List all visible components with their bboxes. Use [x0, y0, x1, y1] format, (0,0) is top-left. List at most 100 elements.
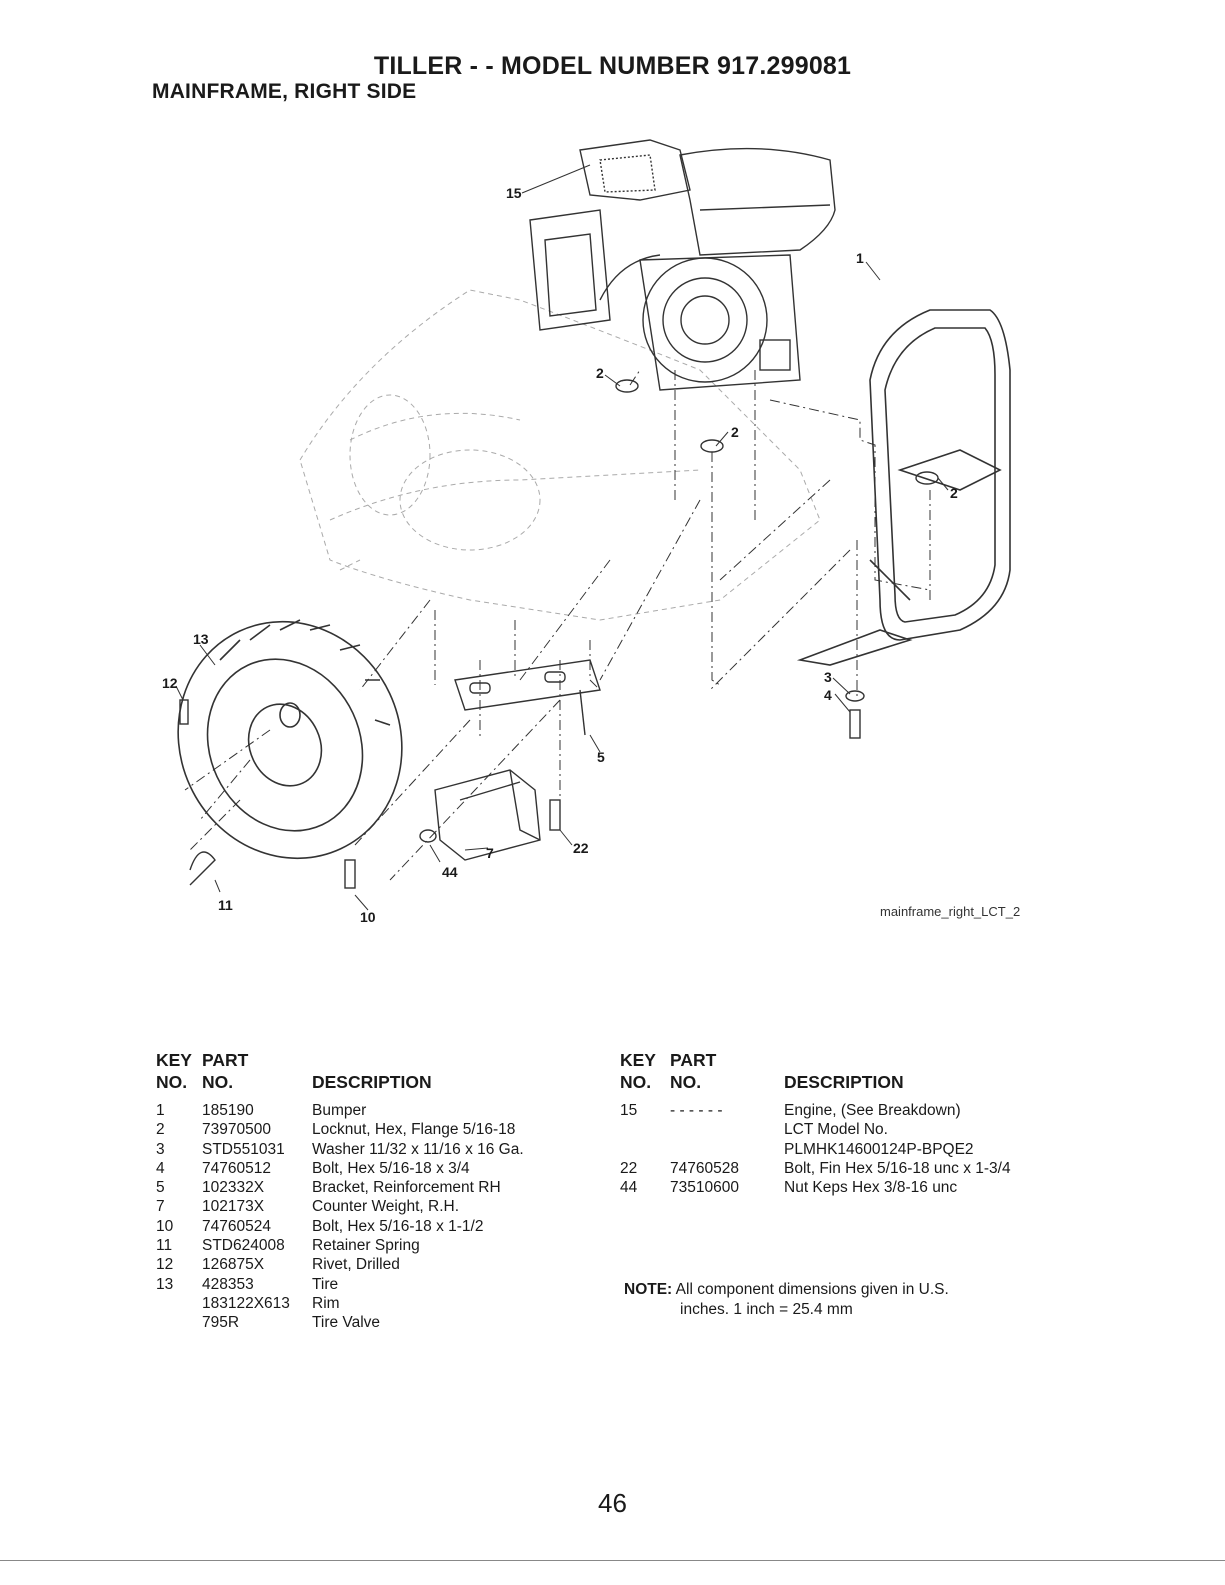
row-key: 10: [156, 1217, 174, 1235]
callout-4: 4: [824, 687, 832, 703]
row-description: Bumper: [312, 1102, 367, 1119]
row-key: 1: [156, 1102, 165, 1119]
row-part-number: 183122X613: [202, 1294, 290, 1312]
table-row: 183122X613 Rim: [156, 1295, 596, 1314]
row-key: 44: [620, 1179, 638, 1197]
row-part-number: 126875X: [202, 1256, 265, 1274]
row-part-number: - - - - - -: [670, 1102, 723, 1119]
row-part-number: STD551031: [202, 1140, 285, 1158]
callout-2a: 2: [596, 365, 604, 381]
row-key: 2: [156, 1121, 165, 1139]
row-part-number: 102173X: [202, 1198, 265, 1216]
callout-44: 44: [442, 864, 458, 880]
callout-22: 22: [573, 840, 589, 856]
row-description: Rim: [312, 1294, 340, 1312]
table-row: 12 126875X Rivet, Drilled: [156, 1256, 596, 1275]
row-part-number: 428353: [202, 1275, 254, 1293]
table-row: 10 74760524 Bolt, Hex 5/16-18 x 1-1/2: [156, 1218, 596, 1237]
header-key-top: KEY: [156, 1050, 192, 1070]
row-key: 5: [156, 1179, 165, 1197]
mainframe-outline: [299, 289, 821, 621]
row-description: Engine, (See Breakdown): [784, 1102, 961, 1119]
row-part-number: 73970500: [202, 1121, 271, 1139]
fasteners: [179, 379, 939, 889]
header-key: NO.: [156, 1072, 188, 1092]
bumper: [796, 309, 1011, 666]
callout-3: 3: [824, 669, 832, 685]
header-description: DESCRIPTION: [312, 1072, 432, 1092]
table-row: 22 74760528 Bolt, Fin Hex 5/16-18 unc x 1-…: [620, 1160, 1060, 1179]
note-line-2: inches. 1 inch = 25.4 mm: [680, 1301, 853, 1318]
row-key: 4: [156, 1159, 165, 1177]
row-description: Counter Weight, R.H.: [312, 1198, 460, 1216]
row-part-number: 102332X: [202, 1179, 265, 1197]
row-part-number: 74760524: [202, 1217, 271, 1235]
row-key: 22: [620, 1159, 638, 1177]
page-title: TILLER - - MODEL NUMBER 917.299081: [373, 52, 852, 80]
row-description: Bolt, Hex 5/16-18 x 1-1/2: [312, 1217, 484, 1235]
assembly-lines: [184, 369, 931, 881]
table-row: 2 73970500 Locknut, Hex, Flange 5/16-18: [156, 1121, 596, 1140]
row-description: Locknut, Hex, Flange 5/16-18: [312, 1121, 516, 1139]
bottom-divider: [0, 1560, 1225, 1561]
note-line-1: All component dimensions given in U.S.: [675, 1281, 949, 1298]
row-part-number: 73510600: [670, 1179, 739, 1197]
table-header-top: KEY PART: [620, 1050, 1060, 1072]
tire: [177, 619, 403, 860]
row-description: Rivet, Drilled: [312, 1256, 400, 1274]
table-header-top: KEY PART: [156, 1050, 596, 1072]
callout-2b: 2: [731, 424, 739, 440]
row-description: Nut Keps Hex 3/8-16 unc: [784, 1179, 958, 1197]
header-key: NO.: [620, 1072, 652, 1092]
table-header: NO. NO. DESCRIPTION: [620, 1072, 1060, 1094]
callout-13: 13: [193, 631, 209, 647]
exploded-parts-diagram: 15 1 2 2 2 13 12 3 4 5 22 7 44 11 10: [162, 139, 1011, 925]
header-part-top: PART: [202, 1050, 249, 1070]
table-row: 13 428353 Tire: [156, 1276, 596, 1295]
callout-10: 10: [360, 909, 376, 925]
callout-15: 15: [506, 185, 522, 201]
row-key: 13: [156, 1275, 174, 1293]
parts-table-right: KEY PART NO. NO. DESCRIPTION 15 - - - - -…: [620, 1050, 1060, 1198]
row-description: Retainer Spring: [312, 1237, 420, 1255]
row-part-number: 185190: [202, 1102, 254, 1119]
callout-11: 11: [218, 897, 233, 913]
table-header: NO. NO. DESCRIPTION: [156, 1072, 596, 1094]
table-row: 15 - - - - - - Engine, (See Breakdown): [620, 1102, 1060, 1121]
row-description: Tire Valve: [312, 1314, 381, 1332]
callout-1: 1: [856, 250, 864, 266]
row-description: Bolt, Hex 5/16-18 x 3/4: [312, 1159, 470, 1177]
row-key: 11: [156, 1237, 173, 1255]
row-key: 15: [620, 1102, 638, 1119]
row-description: LCT Model No.: [784, 1121, 888, 1139]
row-part-number: 74760528: [670, 1159, 739, 1177]
header-description: DESCRIPTION: [784, 1072, 904, 1092]
table-row: 5 102332X Bracket, Reinforcement RH: [156, 1179, 596, 1198]
row-description: Tire: [312, 1275, 339, 1293]
counter-weight: [434, 769, 541, 861]
row-description: Bracket, Reinforcement RH: [312, 1179, 501, 1197]
table-row: 11 STD624008 Retainer Spring: [156, 1237, 596, 1256]
header-key-top: KEY: [620, 1050, 656, 1070]
leader-lines: [175, 164, 949, 911]
header-part: NO.: [670, 1072, 702, 1092]
page-number: 46: [598, 1488, 627, 1518]
callout-12: 12: [162, 675, 178, 691]
header-part: NO.: [202, 1072, 234, 1092]
header-part-top: PART: [670, 1050, 717, 1070]
row-key: 3: [156, 1140, 165, 1158]
row-part-number: 795R: [202, 1314, 240, 1332]
table-row: 795R Tire Valve: [156, 1314, 596, 1333]
row-part-number: STD624008: [202, 1237, 285, 1255]
callout-7: 7: [486, 845, 494, 861]
table-row: 44 73510600 Nut Keps Hex 3/8-16 unc: [620, 1179, 1060, 1198]
note-label: NOTE:: [624, 1281, 673, 1298]
callout-5: 5: [597, 749, 605, 765]
callout-2c: 2: [950, 485, 958, 501]
row-key: 12: [156, 1256, 174, 1274]
row-description: Bolt, Fin Hex 5/16-18 unc x 1-3/4: [784, 1159, 1011, 1177]
row-description: PLMHK14600124P-BPQE2: [784, 1140, 974, 1158]
